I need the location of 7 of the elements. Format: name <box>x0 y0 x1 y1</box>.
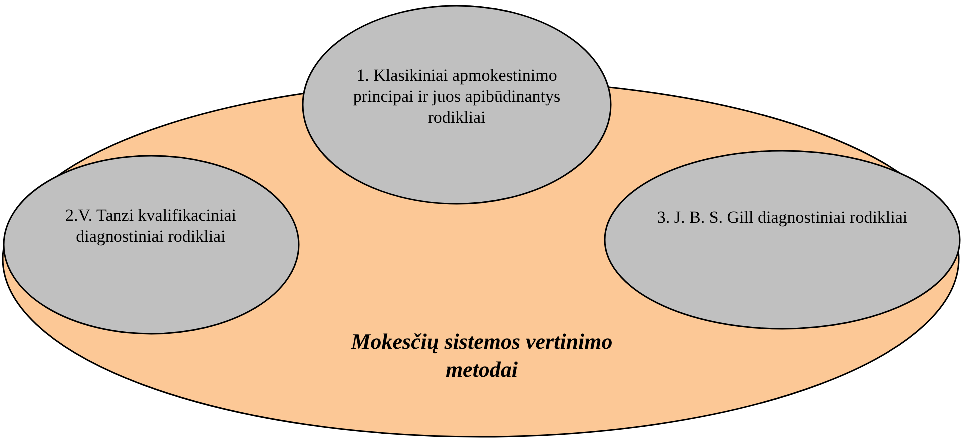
oval-shape <box>3 155 300 335</box>
oval-label: 1. Klasikiniai apmokestinimo principai ir juos apibūdinantys rodikliai <box>352 65 562 128</box>
oval-shape <box>604 150 961 330</box>
group-title: Mokesčių sistemos vertinimo metodai <box>350 328 614 384</box>
oval-label: 3. J. B. S. Gill diagnostiniai rodikliai <box>656 207 909 228</box>
oval-shape <box>302 5 612 205</box>
oval-label: 2.V. Tanzi kvalifikaciniai diagnostiniai rodikliai <box>64 205 238 247</box>
